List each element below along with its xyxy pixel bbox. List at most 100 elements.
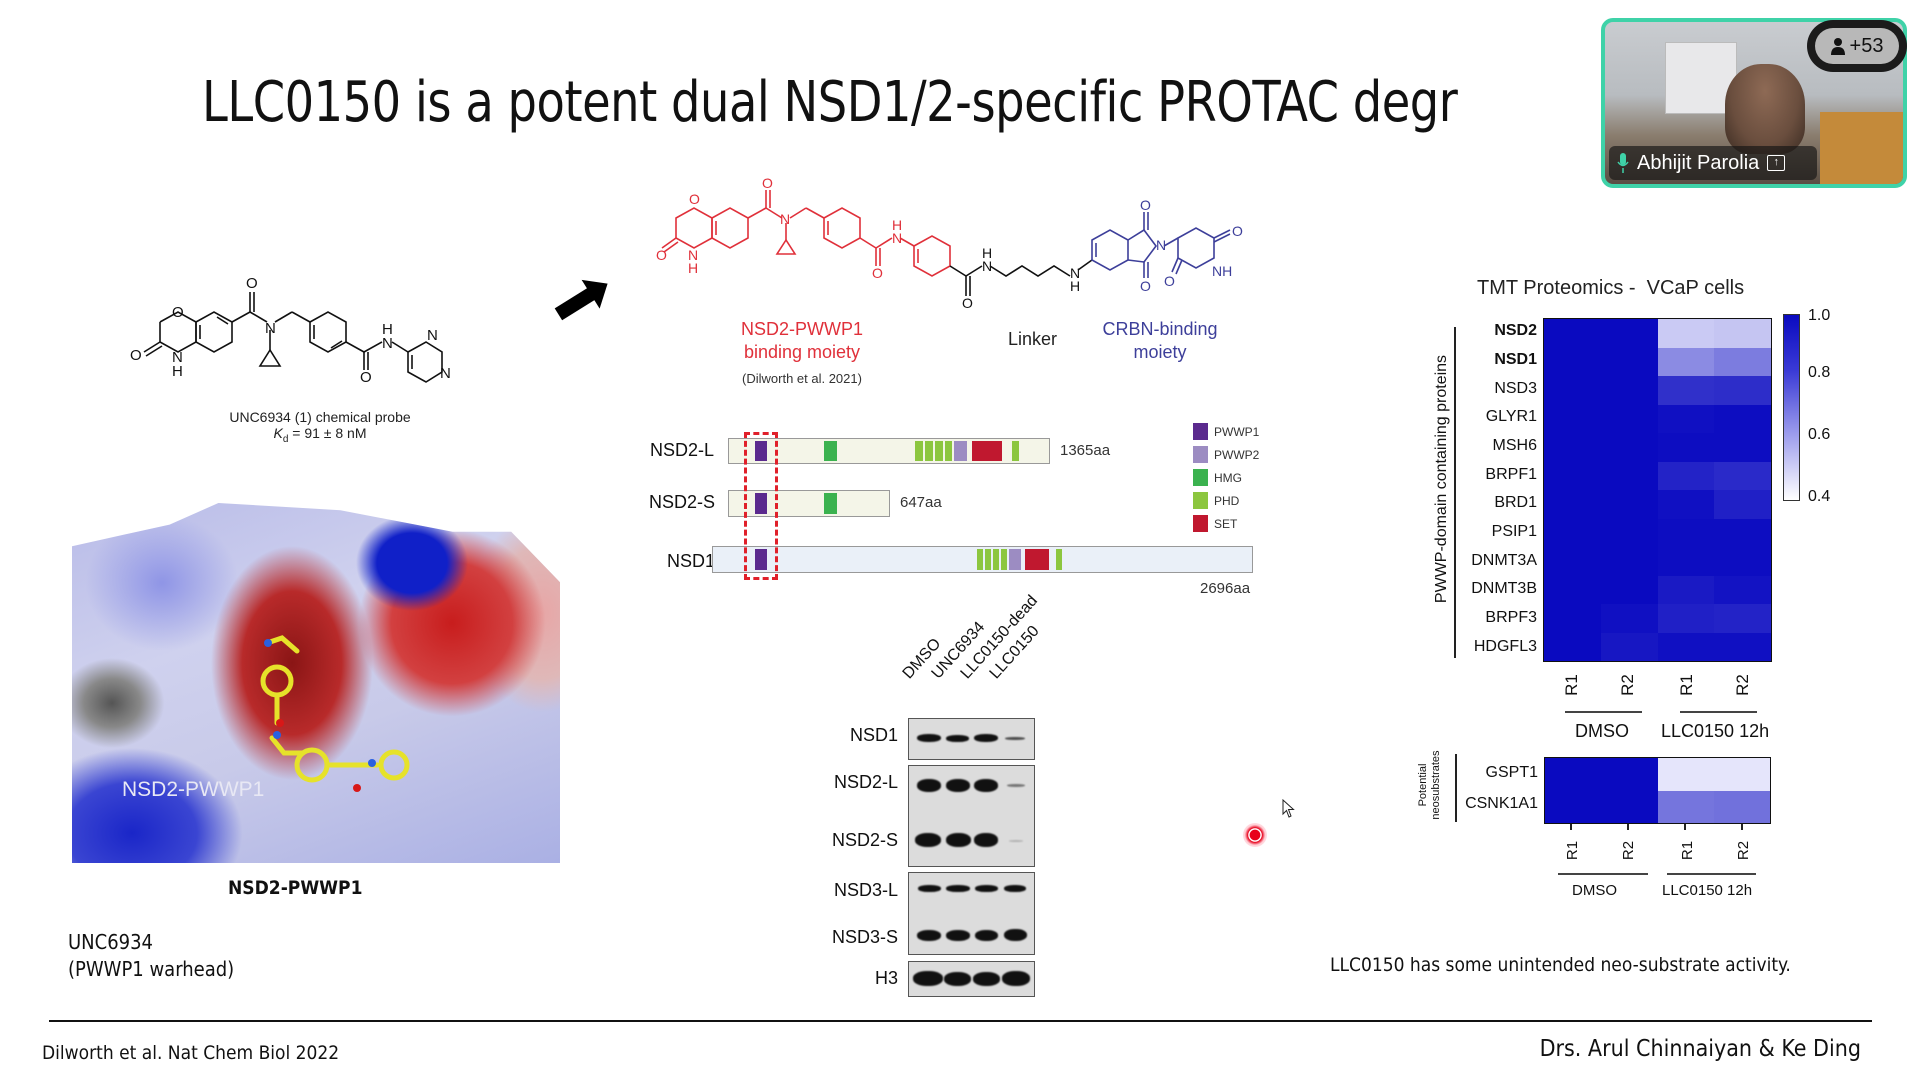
group-label-dmso: DMSO — [1575, 721, 1629, 741]
chemical-structure-icon: O NH O N O HN NN O — [130, 275, 451, 386]
svg-text:O: O — [1232, 223, 1243, 239]
heatmap-row-label: GLYR1 — [1485, 408, 1537, 426]
svg-text:N: N — [172, 349, 183, 366]
heatmap-cell — [1544, 547, 1602, 577]
neo-group-line-dmso — [1558, 873, 1648, 875]
heatmap-cell — [1601, 790, 1660, 823]
heatmap-row-label: BRPF3 — [1485, 609, 1537, 626]
pwwp2-domain — [954, 441, 967, 461]
heatmap-row-label: NSD1 — [1494, 351, 1537, 368]
participant-count-badge[interactable]: +53 — [1807, 20, 1907, 72]
protein-surface-image: NSD2-PWWP1 — [72, 503, 560, 863]
column-label: R2 — [1735, 840, 1753, 861]
heatmap-cell — [1657, 547, 1716, 577]
heatmap-cell — [1714, 461, 1771, 492]
heatmap-grid — [1543, 318, 1772, 662]
microphone-icon — [1617, 153, 1629, 173]
blot-label-nsd3l: NSD3-L — [833, 880, 898, 900]
heatmap-row-label: PSIP1 — [1491, 523, 1537, 540]
column-label: R2 — [1620, 840, 1638, 861]
pwwp1-highlight-box — [744, 432, 778, 580]
phd-domain — [925, 441, 933, 461]
heatmap-colorbar — [1783, 314, 1800, 501]
svg-text:N: N — [1070, 265, 1080, 281]
heatmap-cell — [1600, 404, 1659, 435]
heatmap-cell — [1544, 490, 1602, 520]
svg-text:O: O — [962, 295, 973, 311]
phd-domain — [985, 549, 991, 570]
structure-caption: NSD2-PWWP1 — [228, 877, 363, 899]
heatmap-row-label: NSD3 — [1494, 379, 1537, 397]
blot-panel-nsd2 — [908, 765, 1035, 867]
heatmap-cell — [1544, 433, 1602, 463]
domain-label-nsd2s: NSD2-S — [649, 492, 716, 512]
set-domain — [1025, 549, 1049, 570]
participant-figure — [1725, 64, 1805, 154]
warhead-moiety-label: NSD2-PWWP1 binding moiety — [740, 319, 863, 362]
hmg-domain — [824, 441, 837, 461]
phd-domain — [993, 549, 999, 570]
svg-text:N: N — [1156, 237, 1166, 253]
domain-bar-nsd1 — [712, 546, 1253, 573]
domain-label-nsd1: NSD1 — [667, 551, 716, 571]
heatmap-cell — [1544, 604, 1602, 634]
colorbar-tick: 1.0 — [1808, 307, 1831, 324]
column-label: R2 — [1617, 674, 1637, 696]
heatmap-cell — [1657, 376, 1716, 406]
desk — [1820, 112, 1903, 184]
neo-row-label: GSPT1 — [1485, 764, 1538, 781]
heatmap-cell — [1600, 347, 1659, 378]
svg-text:NH: NH — [1212, 263, 1232, 279]
footer-credits: Drs. Arul Chinnaiyan & Ke Ding — [1539, 1036, 1861, 1062]
set-domain — [972, 441, 1002, 461]
heatmap-cell — [1657, 632, 1716, 661]
heatmap-cell — [1714, 604, 1771, 634]
svg-text:O: O — [1140, 278, 1151, 294]
heatmap-cell — [1600, 547, 1659, 577]
heatmap-cell — [1545, 790, 1603, 823]
column-label: R1 — [1679, 840, 1697, 861]
heatmap-row-label: BRD1 — [1494, 494, 1537, 512]
heatmap-cell — [1545, 758, 1603, 792]
svg-text:O: O — [1140, 197, 1151, 213]
heatmap-title: TMT Proteomics - VCaP cells — [1477, 277, 1745, 299]
svg-text:N: N — [382, 335, 393, 352]
length-nsd2l: 1365aa — [1060, 442, 1111, 459]
heatmap-cell — [1600, 490, 1659, 520]
phd-domain — [1056, 549, 1062, 570]
heatmap-cell — [1714, 347, 1771, 378]
group-label-llc0150: LLC0150 12h — [1661, 721, 1770, 741]
warhead-note: UNC6934 (PWWP1 warhead) — [68, 930, 235, 981]
svg-text:N: N — [780, 211, 790, 227]
svg-text:N: N — [265, 320, 276, 337]
column-label: R2 — [1732, 674, 1752, 696]
pwwp1-domain — [755, 441, 767, 461]
heatmap-row-label: HDGFL3 — [1473, 637, 1537, 655]
svg-text:O: O — [246, 275, 258, 292]
heatmap-cell — [1600, 319, 1659, 349]
laser-pointer — [1243, 823, 1267, 847]
domain-legend: PWWP1 PWWP2 HMG PHD SET — [1193, 420, 1259, 535]
column-label: R1 — [1564, 840, 1582, 861]
heatmap-cell — [1544, 461, 1602, 492]
heatmap-cell — [1657, 490, 1716, 520]
heatmap-cell — [1657, 404, 1716, 435]
mouse-cursor-icon — [1282, 798, 1296, 824]
heatmap-cell — [1600, 575, 1659, 606]
heatmap-cell — [1657, 347, 1716, 378]
heatmap-cell — [1714, 404, 1771, 435]
svg-text:O: O — [360, 369, 372, 386]
svg-text:O: O — [689, 191, 700, 207]
length-nsd1: 2696aa — [1200, 580, 1251, 597]
svg-text:N: N — [440, 365, 451, 382]
svg-text:O: O — [872, 265, 883, 281]
phd-domain — [945, 441, 952, 461]
column-label: R1 — [1561, 674, 1581, 696]
phd-domain — [1001, 549, 1007, 570]
share-screen-icon[interactable]: ↑ — [1767, 155, 1786, 171]
domain-label-nsd2l: NSD2-L — [650, 440, 715, 460]
heatmap-cell — [1600, 461, 1659, 492]
heatmap-cell — [1600, 632, 1659, 661]
svg-text:NSD2-PWWP1: NSD2-PWWP1 — [122, 778, 264, 801]
